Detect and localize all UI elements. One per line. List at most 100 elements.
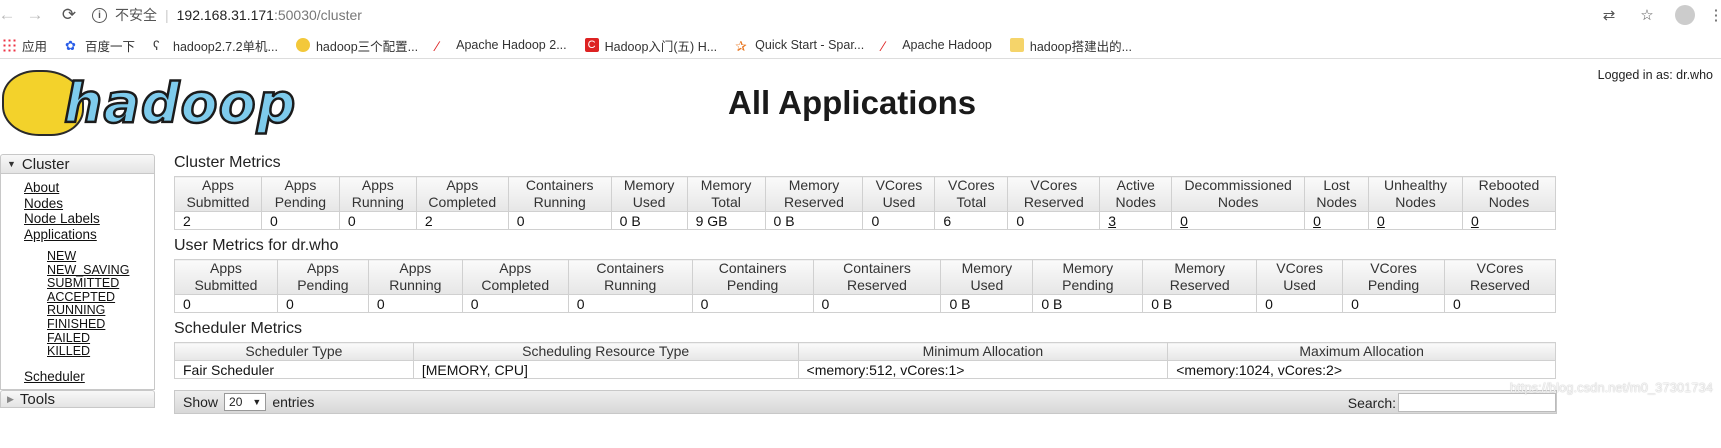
bookmark-baidu[interactable]: ✿百度一下 xyxy=(65,38,136,54)
user-metrics-header-line: Pending xyxy=(726,277,779,293)
apache-feather-icon: ∕ xyxy=(882,38,885,54)
cluster-metrics-header-line: Total xyxy=(711,194,741,210)
scheduler-metrics-header: Minimum Allocation xyxy=(797,342,1169,361)
menu-dots-icon[interactable]: ⋮ xyxy=(1708,7,1721,24)
bookmark-apache-hadoop[interactable]: ∕Apache Hadoop xyxy=(882,38,992,54)
cluster-metrics-cell: 2 xyxy=(415,211,509,230)
user-metrics-header-line: Running xyxy=(389,277,442,293)
scheduler-metrics-cell: Fair Scheduler xyxy=(174,360,414,379)
sidebar-link-nodes[interactable]: Nodes xyxy=(24,195,64,211)
sidebar-state-killed[interactable]: KILLED xyxy=(47,344,91,359)
cluster-metrics-header-line: Used xyxy=(882,194,916,210)
user-metrics-cell: 0 xyxy=(174,294,278,313)
bookmark-spark-quickstart[interactable]: ✰Quick Start - Spar... xyxy=(735,38,865,54)
user-metrics-header-line: Used xyxy=(1283,277,1316,293)
address-bar[interactable]: i 不安全 | 192.168.31.171:50030/cluster xyxy=(92,4,362,26)
user-metrics-cell: 0 xyxy=(1256,294,1344,313)
cluster-metrics-header-line: VCores xyxy=(1030,177,1078,193)
cluster-metrics-header-line: Apps xyxy=(446,177,479,193)
apps-grid-icon xyxy=(2,38,16,52)
sidebar-cluster-body: About Nodes Node Labels Applications NEW… xyxy=(0,174,155,390)
bookmark-hadoop-setup[interactable]: hadoop搭建出的... xyxy=(1009,36,1132,55)
user-metrics-cell: 0 xyxy=(276,294,369,313)
sidebar-tools-header[interactable]: ▶Tools xyxy=(0,390,155,408)
user-metrics-header-line: Running xyxy=(604,277,657,293)
sidebar-link-scheduler[interactable]: Scheduler xyxy=(24,368,85,384)
cluster-metrics-cell-link[interactable]: 0 xyxy=(1377,212,1385,229)
bookmark-star-icon[interactable]: ☆ xyxy=(1640,7,1654,24)
reload-icon[interactable]: ⟳ xyxy=(61,5,77,24)
scheduler-metrics-header: Scheduling Resource Type xyxy=(412,342,799,361)
bookmark-hadoop-config[interactable]: hadoop三个配置... xyxy=(295,36,418,55)
cluster-metrics-cell: 0 xyxy=(1171,211,1306,230)
cluster-metrics-header-line: Submitted xyxy=(186,194,250,210)
cluster-metrics-cell: 0 xyxy=(507,211,612,230)
cluster-metrics-cell: 0 B xyxy=(610,211,688,230)
bookmark-apps[interactable]: 应用 xyxy=(2,36,47,55)
insecure-label: 不安全 xyxy=(115,7,157,23)
user-metrics-header-line: Containers xyxy=(718,260,787,276)
sidebar-state-new-saving[interactable]: NEW_SAVING xyxy=(47,262,130,277)
cluster-metrics-cell: 6 xyxy=(934,211,1009,230)
sidebar-state-running[interactable]: RUNNING xyxy=(47,303,106,318)
cluster-metrics-cell: 9 GB xyxy=(686,211,766,230)
user-metrics-cell: 0 xyxy=(367,294,463,313)
translate-icon[interactable]: ⇄ xyxy=(1602,7,1616,24)
sidebar-state-failed[interactable]: FAILED xyxy=(47,330,91,345)
cluster-metrics-cell: 0 xyxy=(1304,211,1370,230)
cluster-metrics-header-line: Apps xyxy=(361,177,394,193)
sidebar-state-new[interactable]: NEW xyxy=(47,249,77,263)
sidebar-link-applications[interactable]: Applications xyxy=(24,226,97,242)
cluster-metrics-cell-link[interactable]: 0 xyxy=(1470,212,1479,229)
cluster-metrics-cell-link[interactable]: 3 xyxy=(1108,212,1117,229)
scheduler-metrics-header: Scheduler Type xyxy=(174,342,414,361)
user-metrics-cell: 0 xyxy=(461,294,569,313)
cluster-metrics-header-line: Completed xyxy=(428,194,497,210)
user-metrics-header-line: Apps xyxy=(399,260,432,276)
info-icon[interactable]: i xyxy=(92,7,107,23)
cluster-metrics-title: Cluster Metrics xyxy=(174,154,281,171)
forward-arrow-icon[interactable]: → xyxy=(26,5,44,24)
user-metrics-cell: 0 xyxy=(567,294,693,313)
cluster-metrics-cell-link[interactable]: 0 xyxy=(1180,212,1188,229)
user-metrics-header-line: Apps xyxy=(306,260,339,276)
cluster-metrics-cell: 0 xyxy=(260,211,340,230)
user-metrics-header-line: Pending xyxy=(1062,277,1114,293)
sidebar-state-accepted[interactable]: ACCEPTED xyxy=(47,289,116,304)
bookmark-apache-hadoop-2[interactable]: ∕Apache Hadoop 2... xyxy=(436,38,567,54)
logo-text: hadoop xyxy=(63,72,297,135)
sidebar-state-submitted[interactable]: SUBMITTED xyxy=(47,276,120,291)
user-metrics-header-line: Used xyxy=(970,277,1004,293)
cluster-metrics-header-line: Rebooted xyxy=(1478,177,1540,193)
user-metrics-header-line: Containers xyxy=(843,260,911,276)
entries-select[interactable]: 20▼ xyxy=(224,393,267,411)
cluster-metrics-header-line: Nodes xyxy=(1115,194,1156,210)
back-arrow-icon[interactable]: ← xyxy=(0,5,16,24)
search-input[interactable] xyxy=(1398,393,1556,412)
cluster-metrics-header-line: Apps xyxy=(284,177,317,193)
cluster-metrics-header-line: Used xyxy=(632,194,666,210)
sidebar-cluster-header[interactable]: ▼Cluster xyxy=(0,154,155,174)
sidebar-link-node-labels[interactable]: Node Labels xyxy=(24,211,100,226)
sidebar-link-about[interactable]: About xyxy=(24,180,60,195)
cluster-metrics-cell-link[interactable]: 0 xyxy=(1313,212,1321,229)
sidebar-state-finished[interactable]: FINISHED xyxy=(47,316,106,331)
profile-avatar-icon[interactable] xyxy=(1673,3,1697,27)
